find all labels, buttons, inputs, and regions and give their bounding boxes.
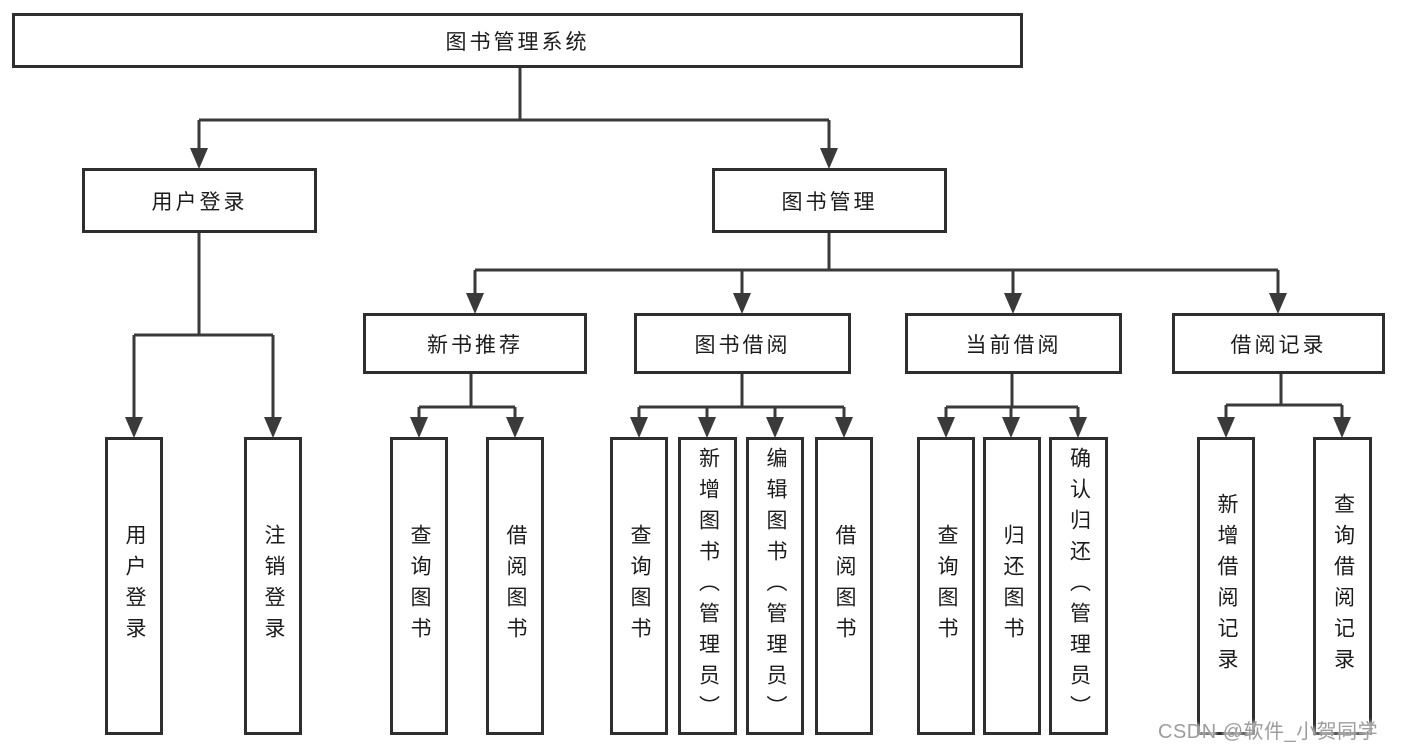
node-root: 图书管理系统 [12,13,1023,68]
node-user-login-label: 用户登录 [151,190,248,214]
leaf-logout-label: 注销登录 [262,524,285,648]
leaf-query-borrow-record: 查询借阅记录 [1313,437,1372,735]
leaf-add-book-admin: 新增图书（管理员） [678,437,737,735]
node-new-book-recommend: 新书推荐 [363,313,587,374]
node-user-login: 用户登录 [82,168,317,233]
node-new-book-recommend-label: 新书推荐 [427,333,523,357]
leaf-confirm-return-admin-label: 确认归还（管理员） [1067,446,1091,726]
node-book-borrow-label: 图书借阅 [694,333,791,357]
leaf-borrow-books-2: 借阅图书 [815,437,873,735]
watermark-text: CSDN @软件_小贺同学 [1158,721,1379,743]
leaf-logout: 注销登录 [244,437,302,735]
leaf-query-books-recommend: 查询图书 [390,437,448,735]
node-current-borrow-label: 当前借阅 [965,333,1062,357]
leaf-add-book-admin-label: 新增图书（管理员） [696,446,720,726]
leaf-confirm-return-admin: 确认归还（管理员） [1049,437,1108,735]
leaf-return-book-label: 归还图书 [1001,524,1024,648]
leaf-borrow-books-recommend: 借阅图书 [486,437,544,735]
leaf-query-books-current-label: 查询图书 [935,524,958,648]
leaf-user-login: 用户登录 [105,437,163,735]
node-book-borrow: 图书借阅 [634,313,851,374]
node-borrow-records-label: 借阅记录 [1230,333,1327,357]
leaf-query-books-current: 查询图书 [917,437,975,735]
leaf-add-borrow-record: 新增借阅记录 [1197,437,1255,735]
leaf-query-books-borrow-label: 查询图书 [628,524,651,648]
node-current-borrow: 当前借阅 [905,313,1122,374]
leaf-return-book: 归还图书 [983,437,1041,735]
leaf-user-login-label: 用户登录 [123,524,146,648]
leaf-query-borrow-record-label: 查询借阅记录 [1331,493,1355,679]
leaf-add-borrow-record-label: 新增借阅记录 [1215,493,1238,679]
leaf-borrow-books-2-label: 借阅图书 [833,524,856,648]
leaf-edit-book-admin: 编辑图书（管理员） [746,437,804,735]
node-root-label: 图书管理系统 [445,30,590,54]
leaf-query-books-borrow: 查询图书 [610,437,668,735]
leaf-edit-book-admin-label: 编辑图书（管理员） [764,446,787,726]
leaf-borrow-books-recommend-label: 借阅图书 [504,524,527,648]
leaf-query-books-recommend-label: 查询图书 [408,524,431,648]
node-borrow-records: 借阅记录 [1172,313,1385,374]
node-book-management: 图书管理 [712,168,947,233]
node-book-management-label: 图书管理 [781,190,878,214]
